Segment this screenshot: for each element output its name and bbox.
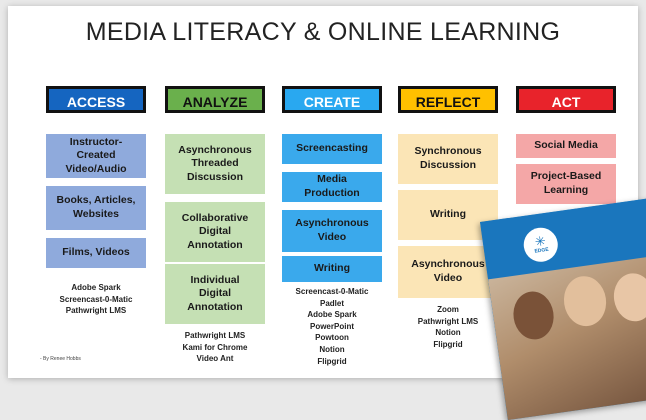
tool-item: Notion	[435, 328, 461, 338]
tool-item: Pathwright LMS	[417, 316, 479, 326]
column-header: ANALYZE	[165, 86, 265, 113]
student-face-3	[610, 270, 646, 324]
activity-box: Instructor- Created Video/Audio	[46, 134, 146, 178]
activity-box: Films, Videos	[46, 238, 146, 268]
activity-box: Asynchronous Video	[398, 246, 498, 298]
activity-box: Synchronous Discussion	[398, 134, 498, 184]
tool-item: Video Ant	[196, 354, 234, 364]
students-photo	[488, 251, 646, 420]
column-header: ACCESS	[46, 86, 146, 113]
column-header: ACT	[516, 86, 616, 113]
activity-box: Screencasting	[282, 134, 382, 164]
tool-item: Flipgrid	[317, 356, 347, 366]
tool-item: Padlet	[319, 298, 344, 308]
activity-box: Individual Digital Annotation	[165, 264, 265, 324]
tool-item: Adobe Spark	[71, 283, 121, 292]
byline: - By Renee Hobbs	[40, 356, 81, 362]
logo-text: EDGE	[534, 246, 550, 255]
tool-item: PowerPoint	[309, 321, 354, 331]
tool-item: Pathwright LMS	[184, 331, 246, 340]
tool-item: Powtoon	[315, 333, 349, 343]
tool-item: Screencast-0-Matic	[59, 294, 133, 304]
column-header: REFLECT	[398, 86, 498, 113]
tool-item: Flipgrid	[433, 339, 463, 349]
activity-box: Asynchronous Threaded Discussion	[165, 134, 265, 194]
student-face-1	[510, 288, 557, 343]
column-header: CREATE	[282, 86, 382, 113]
activity-box: Books, Articles, Websites	[46, 186, 146, 230]
tool-item: Notion	[319, 344, 345, 354]
tool-item: Kami for Chrome	[182, 342, 248, 352]
tool-item: Adobe Spark	[307, 310, 357, 320]
student-face-2	[560, 273, 610, 329]
activity-box: Asynchronous Video	[282, 210, 382, 252]
tool-item: Screencast-0-Matic	[295, 287, 369, 296]
activity-box: Media Production	[282, 172, 382, 202]
page-title: MEDIA LITERACY & ONLINE LEARNING	[85, 18, 561, 46]
brochure-image: ✳ EDGE	[480, 194, 646, 420]
tool-item: Pathwright LMS	[65, 306, 127, 316]
activity-box: Writing	[282, 256, 382, 282]
activity-box: Collaborative Digital Annotation	[165, 202, 265, 262]
activity-box: Social Media	[516, 134, 616, 158]
tool-item: Zoom	[437, 305, 459, 314]
activity-box: Project-Based Learning	[516, 164, 616, 204]
